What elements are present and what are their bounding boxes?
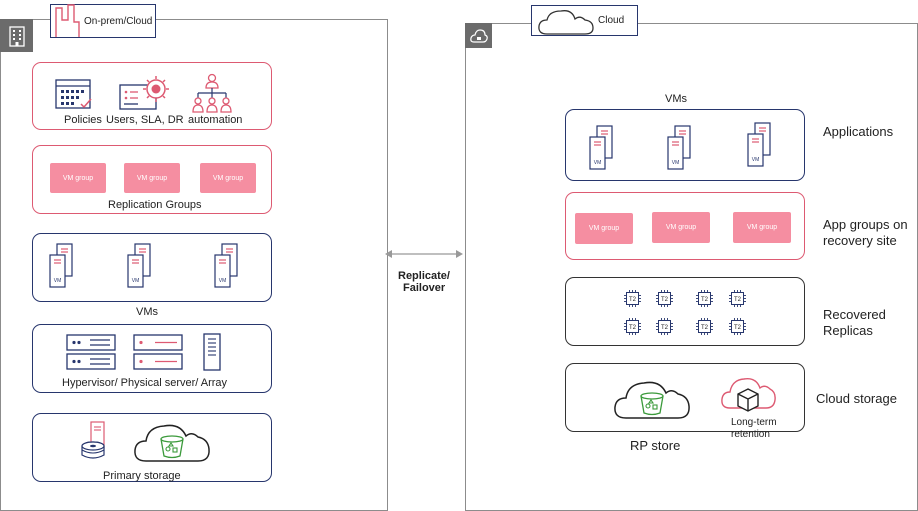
cloud-tag: Cloud xyxy=(531,5,638,36)
cloud-corner-badge xyxy=(465,23,492,48)
building-outline-icon xyxy=(55,4,80,37)
automation-label: automation xyxy=(188,114,243,126)
vm-group-5: VM group xyxy=(652,212,710,243)
building-icon xyxy=(8,25,25,47)
on-prem-tag: On-prem/Cloud xyxy=(50,4,156,38)
vms-label-right: VMs xyxy=(665,93,687,105)
chip-icon: T2 xyxy=(624,318,641,335)
svg-text:VM: VM xyxy=(132,278,140,284)
chip-icon: T2 xyxy=(729,290,746,307)
long-term-label: Long-term xyxy=(731,417,777,428)
vm-icon: VM xyxy=(214,243,238,288)
on-prem-tag-label: On-prem/Cloud xyxy=(84,15,153,27)
svg-text:VM: VM xyxy=(594,160,602,166)
chip-label: T2 xyxy=(701,297,709,303)
policies-label: Policies xyxy=(64,114,102,126)
chip-icon: T2 xyxy=(656,318,673,335)
cloud-tag-label: Cloud xyxy=(598,15,625,26)
chip-icon: T2 xyxy=(696,290,713,307)
vm-group-3: VM group xyxy=(200,163,256,193)
chip-icon: T2 xyxy=(729,318,746,335)
svg-text:VM: VM xyxy=(54,278,62,284)
org-chart-icon xyxy=(192,73,232,113)
building-corner-badge xyxy=(0,19,33,52)
vm-group-4: VM group xyxy=(575,213,633,244)
chip-icon: T2 xyxy=(656,290,673,307)
cloud-storage-label: Cloud storage xyxy=(816,391,897,406)
vm-group-6: VM group xyxy=(733,212,791,243)
replicate-label: Replicate/ xyxy=(398,270,450,282)
tower-server-icon xyxy=(203,333,221,371)
cloud-panel xyxy=(465,23,918,511)
applications-label: Applications xyxy=(823,124,894,139)
chip-label: T2 xyxy=(629,325,637,331)
vm-group-2: VM group xyxy=(124,163,180,193)
vm-icon: VM xyxy=(49,243,73,288)
vm-icon: VM xyxy=(747,122,771,167)
cloud-bucket-icon xyxy=(614,381,690,419)
recovered-replicas-box xyxy=(565,277,805,346)
cloud-bucket-icon xyxy=(134,424,210,462)
chip-label: T2 xyxy=(661,325,669,331)
chip-icon: T2 xyxy=(696,318,713,335)
cloud-icon xyxy=(538,9,594,35)
rp-store-label: RP store xyxy=(630,438,681,453)
disk-storage-icon xyxy=(81,421,105,459)
settings-list-icon xyxy=(119,76,169,110)
server-icon xyxy=(66,334,116,370)
vm-icon: VM xyxy=(667,125,691,170)
replicate-arrow xyxy=(385,250,463,258)
replication-groups-label: Replication Groups xyxy=(108,199,202,211)
users-sla-dr-label: Users, SLA, DR xyxy=(106,114,184,126)
chip-label: T2 xyxy=(661,297,669,303)
vm-icon: VM xyxy=(589,125,613,170)
failover-label: Failover xyxy=(403,282,446,294)
chip-icon: T2 xyxy=(624,290,641,307)
app-groups-label: App groups on recovery site xyxy=(823,217,908,248)
recovered-replicas-label: Recovered Replicas xyxy=(823,307,886,338)
primary-storage-label: Primary storage xyxy=(103,470,181,482)
vm-icon: VM xyxy=(127,243,151,288)
vm-group-1: VM group xyxy=(50,163,106,193)
cloud-box-icon xyxy=(721,378,776,412)
hypervisor-label: Hypervisor/ Physical server/ Array xyxy=(62,377,228,389)
chip-label: T2 xyxy=(701,325,709,331)
vms-label-left: VMs xyxy=(136,306,158,318)
svg-text:VM: VM xyxy=(672,160,680,166)
array-icon xyxy=(133,334,183,370)
cloud-lock-icon xyxy=(469,28,488,43)
svg-text:VM: VM xyxy=(219,278,227,284)
chip-label: T2 xyxy=(734,297,742,303)
chip-label: T2 xyxy=(629,297,637,303)
svg-text:VM: VM xyxy=(752,157,760,163)
chip-label: T2 xyxy=(734,325,742,331)
calendar-icon xyxy=(55,79,92,109)
retention-label: retention xyxy=(731,429,770,440)
